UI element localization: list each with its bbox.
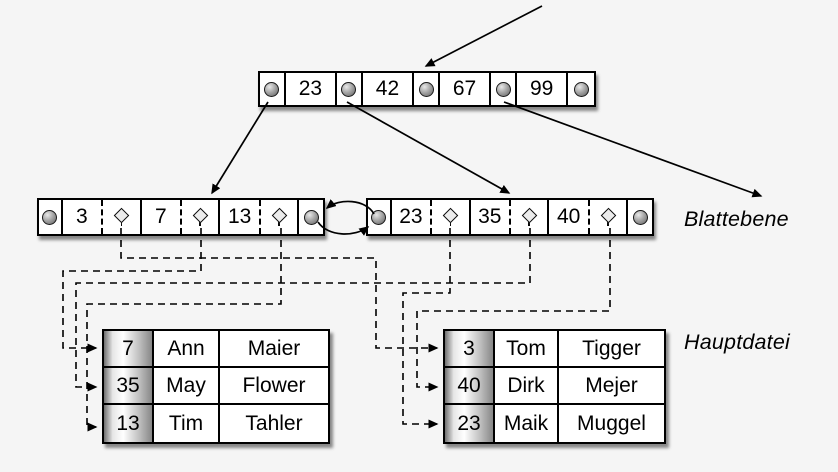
record-ref-diamond-icon [192,207,208,226]
key-cell: 35 [471,200,511,234]
last-name-cell: Maier [220,331,328,368]
pointer-ball-icon [42,209,58,225]
pointer-ball-icon [264,81,280,97]
pointer-cell [39,200,63,234]
last-name-cell: Mejer [559,368,664,405]
arrow-root-to-right-leaf [346,101,511,194]
main-file-table-right: 3 Tom Tigger 40 Dirk Mejer 23 Maik Mugge… [443,329,666,444]
first-name-cell: Maik [495,405,559,442]
pointer-cell [299,200,323,234]
pointer-cell [368,200,392,234]
key-value-cell: 7 [104,331,154,368]
key-cell: 42 [363,73,415,105]
table-row: 35 May Flower [104,368,328,405]
key-value-cell: 40 [445,368,495,405]
table-row: 3 Tom Tigger [445,331,664,368]
last-name-cell: Flower [220,368,328,405]
pointer-ball-icon [495,81,511,97]
key-value-cell: 13 [104,405,154,442]
key-cell: 13 [220,200,261,234]
pointer-cell [337,73,363,105]
key-cell: 23 [392,200,433,234]
ref-cell [590,200,629,234]
pointer-cell [628,200,652,234]
record-ref-diamond-icon [113,207,130,226]
table-row: 13 Tim Tahler [104,405,328,442]
key-cell: 23 [286,73,338,105]
record-ref-diamond-icon [271,207,287,226]
main-file-label: Hauptdatei [684,330,790,354]
pointer-cell [414,73,440,105]
ref-cell [261,200,300,234]
root-index-node: 23 42 67 99 [258,71,596,107]
last-name-cell: Tigger [559,331,664,368]
arrow-to-root [424,5,543,67]
leaf-node-left: 3 7 13 [37,198,325,236]
key-value-cell: 35 [104,368,154,405]
record-ref-diamond-icon [442,207,459,226]
first-name-cell: Tom [495,331,559,368]
table-row: 23 Maik Muggel [445,405,664,442]
key-cell: 67 [440,73,492,105]
first-name-cell: Tim [154,405,220,442]
pointer-ball-icon [573,81,589,97]
pointer-ball-icon [303,209,319,225]
pointer-cell [260,73,286,105]
record-ref-diamond-icon [521,207,537,226]
last-name-cell: Muggel [559,405,664,442]
ref-cell [103,200,142,234]
last-name-cell: Tahler [220,405,328,442]
first-name-cell: May [154,368,220,405]
key-cell: 40 [549,200,590,234]
leaf-level-label: Blattebene [684,207,789,231]
pointer-ball-icon [341,81,357,97]
arrow-root-to-left-leaf [211,101,269,195]
pointer-cell [491,73,517,105]
key-cell: 3 [63,200,104,234]
ref-cell [182,200,221,234]
ref-cell [511,200,550,234]
first-name-cell: Ann [154,331,220,368]
ref-cell [432,200,471,234]
key-cell: 99 [517,73,569,105]
key-value-cell: 23 [445,405,495,442]
table-row: 40 Dirk Mejer [445,368,664,405]
pointer-ball-icon [418,81,434,97]
record-ref-diamond-icon [600,207,616,226]
key-cell: 7 [142,200,182,234]
key-value-cell: 3 [445,331,495,368]
main-file-table-left: 7 Ann Maier 35 May Flower 13 Tim Tahler [102,329,330,444]
pointer-ball-icon [632,209,648,225]
pointer-ball-icon [371,209,387,225]
leaf-node-right: 23 35 40 [366,198,654,236]
table-row: 7 Ann Maier [104,331,328,368]
sibling-link-left-to-right [317,221,370,236]
first-name-cell: Dirk [495,368,559,405]
pointer-cell [568,73,594,105]
arrow-root-to-offscreen-leaf [503,101,763,198]
